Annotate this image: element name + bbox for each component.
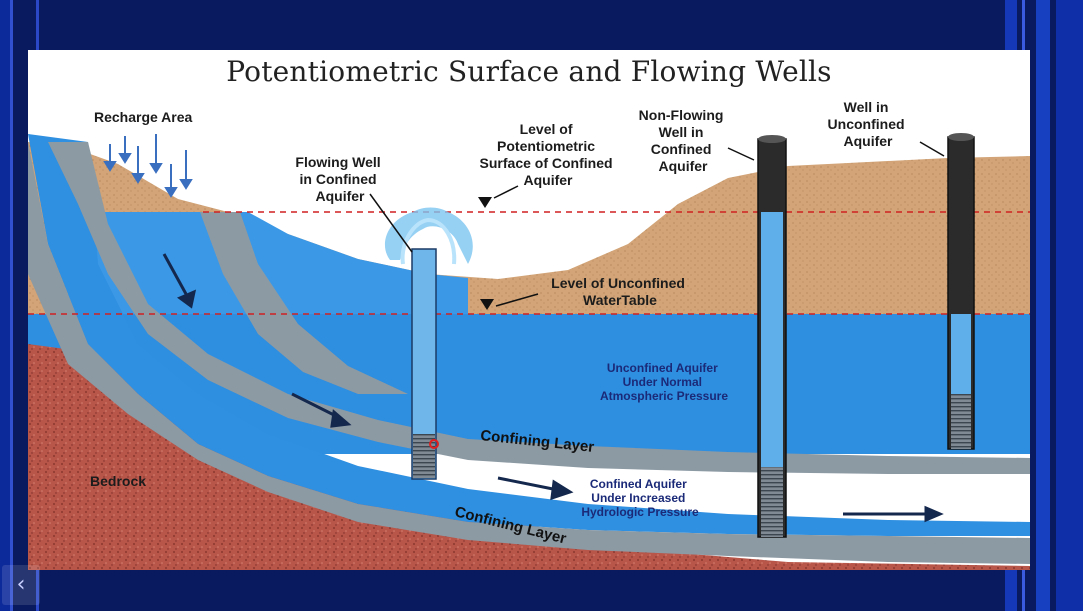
left-border-stripe-2 (10, 0, 13, 611)
bedrock-label: Bedrock (90, 473, 146, 489)
recharge-arrows (103, 134, 193, 198)
potentiometric-marker (478, 197, 492, 208)
recharge-water (68, 212, 468, 314)
non-flowing-well-label: Non-Flowing Well in Confined Aquifer (639, 107, 728, 174)
flowing-well-pipe (411, 248, 439, 480)
flowing-well-label: Flowing Well in Confined Aquifer (295, 154, 384, 204)
left-border-stripe (0, 0, 10, 611)
water-table-level-label: Level of Unconfined WaterTable (551, 275, 689, 308)
confined-aquifer-label: Confined Aquifer Under Increased Hydrolo… (581, 477, 699, 519)
potentiometric-level-label: Level of Potentiometric Surface of Confi… (480, 121, 617, 188)
right-border-stripe-3 (1036, 0, 1050, 611)
bedrock (28, 344, 1030, 570)
aquifer-diagram: Recharge Area Flowing Well in Confined A… (28, 94, 1030, 570)
non-flowing-well-pipe (757, 135, 787, 538)
title-band: Potentiometric Surface and Flowing Wells (28, 50, 1030, 95)
fountain (384, 207, 473, 265)
unconfined-well-pipe (947, 133, 975, 450)
water-table-marker (480, 299, 494, 310)
unconfined-aquifer-label: Unconfined Aquifer Under Normal Atmosphe… (600, 361, 728, 403)
unconfined-well-label: Well in Unconfined Aquifer (828, 99, 909, 149)
diagram-title: Potentiometric Surface and Flowing Wells (226, 55, 832, 88)
leader-lines (369, 141, 945, 307)
recharge-confining-ridge (200, 212, 408, 394)
flow-arrows (162, 253, 944, 523)
aquifer-diagram-svg: Recharge Area Flowing Well in Confined A… (28, 94, 1030, 570)
right-border-stripe-4 (1056, 0, 1083, 611)
recharge-area-label: Recharge Area (94, 109, 193, 125)
previous-slide-button[interactable]: ‹ (2, 565, 40, 605)
